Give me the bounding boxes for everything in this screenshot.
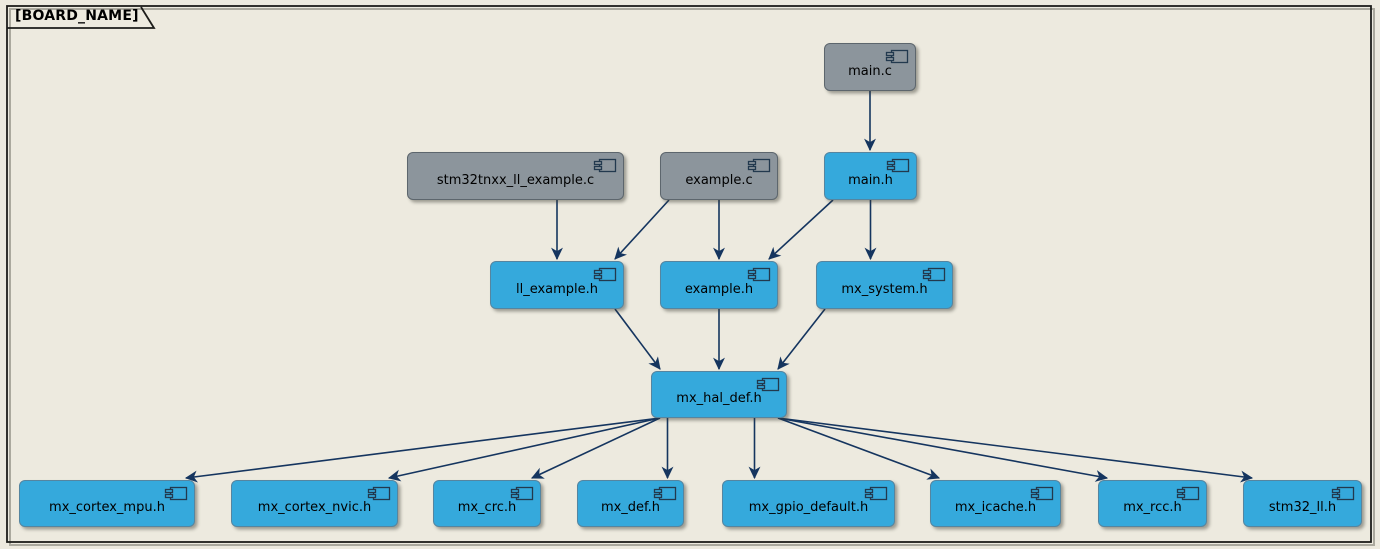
frame-title: [BOARD_NAME] — [15, 8, 139, 24]
component-icon — [652, 485, 678, 502]
dependency-arrow — [184, 417, 661, 483]
node-label: mx_crc.h — [457, 500, 517, 515]
component-icon — [755, 376, 781, 393]
node-label: main.h — [848, 172, 893, 188]
dependency-arrow — [531, 417, 661, 479]
node-stm32-ll-h: stm32_ll.h — [1243, 480, 1362, 527]
node-label: main.c — [848, 63, 892, 79]
dependency-arrow — [777, 417, 1109, 482]
dependency-arrow — [777, 417, 941, 480]
component-icon — [746, 266, 772, 283]
component-icon — [746, 157, 772, 174]
node-label: mx_rcc.h — [1123, 500, 1182, 515]
node-mx-hal-def-h: mx_hal_def.h — [651, 371, 787, 418]
node-label: mx_cortex_nvic.h — [257, 500, 372, 515]
component-icon — [1175, 485, 1201, 502]
node-mx-cortex-nvic-h: mx_cortex_nvic.h — [231, 480, 398, 527]
node-ll-example-h: ll_example.h — [490, 261, 624, 309]
node-label: example.c — [685, 172, 753, 188]
node-label: mx_def.h — [600, 500, 661, 515]
node-main-c: main.c — [824, 43, 916, 91]
component-icon — [163, 485, 189, 502]
node-label: example.h — [684, 281, 754, 297]
dependency-arrow — [614, 199, 670, 260]
node-example-h: example.h — [660, 261, 778, 309]
dependency-arrow — [614, 308, 661, 370]
node-mx-icache-h: mx_icache.h — [930, 480, 1061, 527]
node-mx-rcc-h: mx_rcc.h — [1098, 480, 1207, 527]
node-main-h: main.h — [824, 152, 917, 200]
node-label: mx_system.h — [841, 281, 928, 297]
node-mx-gpio-default-h: mx_gpio_default.h — [722, 480, 895, 527]
dependency-arrow — [387, 417, 661, 482]
component-icon — [1330, 485, 1356, 502]
node-mx-def-h: mx_def.h — [577, 480, 684, 527]
component-icon — [366, 485, 392, 502]
component-icon — [885, 157, 911, 174]
node-label: stm32_ll.h — [1268, 500, 1337, 515]
node-label: stm32tnxx_ll_example.c — [436, 172, 595, 188]
component-icon — [592, 157, 618, 174]
dependency-arrow — [768, 199, 834, 260]
node-mx-crc-h: mx_crc.h — [433, 480, 541, 527]
component-icon — [509, 485, 535, 502]
node-label: ll_example.h — [515, 281, 599, 297]
node-label: mx_cortex_mpu.h — [49, 500, 165, 515]
component-icon — [921, 266, 947, 283]
component-icon — [884, 48, 910, 65]
node-example-c: example.c — [660, 152, 778, 200]
dependency-arrow — [777, 417, 1254, 483]
dependency-arrow — [777, 308, 826, 370]
node-label: mx_icache.h — [954, 500, 1037, 515]
component-icon — [863, 485, 889, 502]
component-icon — [592, 266, 618, 283]
node-mx-system-h: mx_system.h — [816, 261, 953, 309]
node-mx-cortex-mpu-h: mx_cortex_mpu.h — [19, 480, 195, 527]
node-label: mx_hal_def.h — [676, 391, 762, 406]
node-label: mx_gpio_default.h — [748, 500, 869, 515]
component-icon — [1029, 485, 1055, 502]
node-stm32tnxx-ll-example-c: stm32tnxx_ll_example.c — [407, 152, 624, 200]
